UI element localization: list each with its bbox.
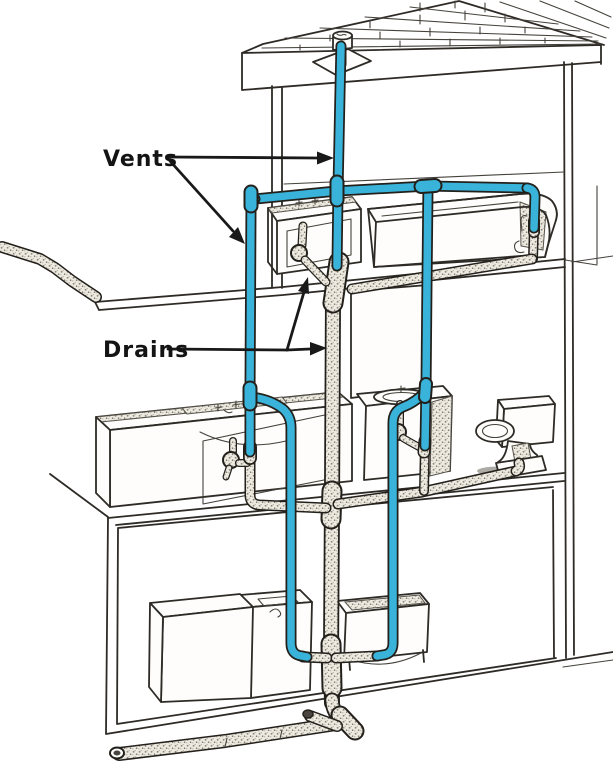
- right-vent-downpipe: [425, 186, 428, 446]
- washer-lid: [257, 595, 299, 607]
- drains-arrows: [166, 277, 327, 356]
- washbasin-faucet-icon: [396, 385, 406, 393]
- cleanout: [302, 709, 337, 726]
- roof: [241, 0, 612, 91]
- pipe-chase-panel: [350, 284, 429, 399]
- kitchen-basin-edge: [199, 431, 287, 446]
- bathroom-sink-trap: [290, 226, 326, 282]
- vents-arrow-2-head: [229, 227, 245, 244]
- house-structure: [49, 0, 613, 735]
- toilet-bowl: [475, 419, 515, 443]
- washbasin-interior: [429, 395, 453, 477]
- vents-arrow-2: [168, 159, 235, 233]
- main-floor-cross-fitting: [320, 480, 343, 530]
- kitchen-faucet-icon: [214, 400, 241, 414]
- hip-plane-lines: [499, 0, 612, 39]
- bathroom-faucet-icon: [295, 197, 319, 207]
- basement-branch-drains: [303, 656, 377, 658]
- basement-cross-fitting: [320, 633, 343, 699]
- right-wall: [563, 61, 575, 659]
- drains-label: Drains: [103, 338, 189, 363]
- vents-arrow-1: [166, 155, 319, 160]
- vents-arrows: [166, 151, 334, 244]
- vent-fittings: [242, 174, 443, 412]
- shingle-courses: [261, 6, 602, 49]
- left-vent-downpipe: [250, 199, 255, 452]
- exterior-drain-pipe: [2, 247, 96, 297]
- dryer: [148, 593, 254, 703]
- vent-pipes: [242, 46, 535, 657]
- drains-arrow-1: [285, 290, 306, 352]
- annotations: Vents Drains: [103, 147, 334, 363]
- tub-drain-overflow-icon: [513, 215, 528, 254]
- vents-label: Vents: [103, 147, 178, 172]
- shingle-joints: [299, 0, 546, 51]
- sewer-line: [109, 700, 365, 759]
- vents-arrow-1-head: [317, 151, 334, 165]
- drains-arrow-shaft: [166, 347, 289, 352]
- cleanout-cap: [302, 709, 314, 719]
- drains-arrow-2: [285, 347, 312, 352]
- washer-hose-icon: [269, 608, 282, 618]
- bathroom-corner-lines: [564, 185, 613, 266]
- sewer-joint-ticks: [224, 729, 283, 748]
- drains-arrow-1-head: [298, 277, 309, 294]
- drains-arrow-2-head: [310, 342, 327, 356]
- kitchen-counter: [94, 391, 353, 508]
- main-vent-stack-pipe: [337, 46, 341, 266]
